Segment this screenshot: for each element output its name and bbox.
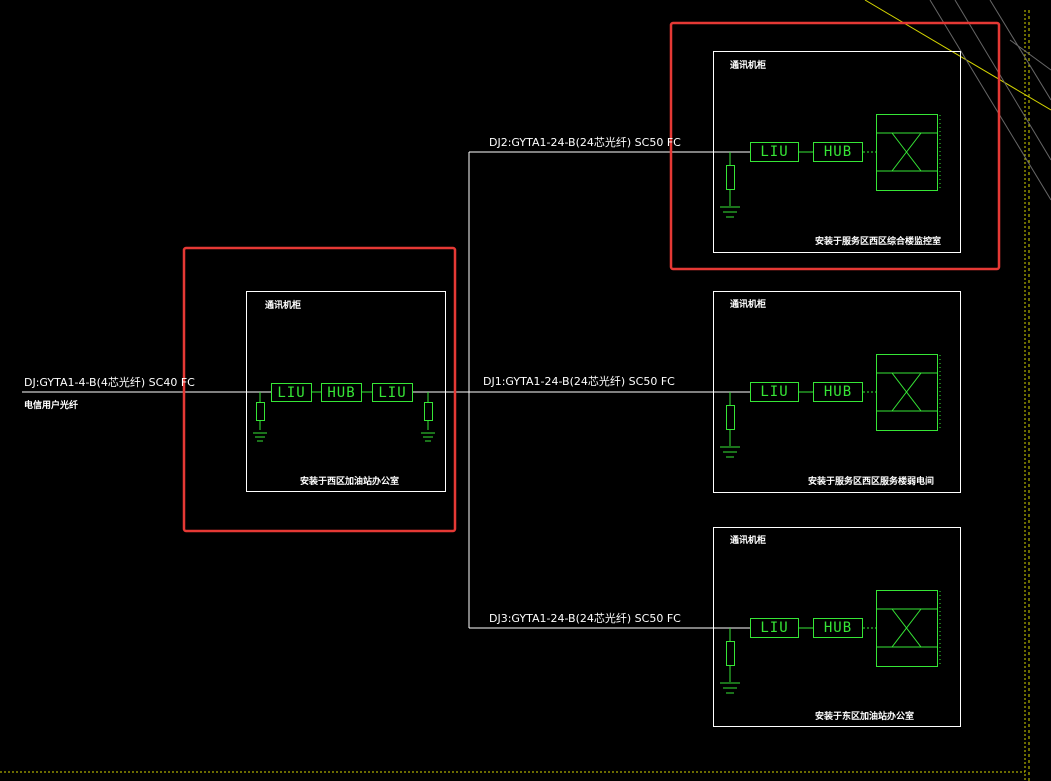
top-cabinet-location: 安装于服务区西区综合楼监控室 [815, 237, 942, 247]
incoming-source-label: 电信用户光纤 [24, 401, 79, 411]
top-hub: HUB [813, 142, 863, 162]
main-cabinet-wiring [253, 391, 435, 442]
main-cabinet-frame [246, 291, 446, 492]
dj3-feeder-label: DJ3:GYTA1-24-B(24芯光纤) SC50 FC [489, 612, 681, 625]
main-hub: HUB [321, 383, 362, 402]
middle-cabinet-title: 通讯机柜 [730, 300, 767, 310]
main-cabinet-title: 通讯机柜 [265, 301, 302, 311]
dj1-feeder-label: DJ1:GYTA1-24-B(24芯光纤) SC50 FC [483, 375, 675, 388]
top-cabinet-wiring [720, 114, 941, 218]
top-cabinet-title: 通讯机柜 [730, 61, 767, 71]
bottom-cabinet-wiring [720, 590, 941, 694]
bottom-cabinet-title: 通讯机柜 [730, 536, 767, 546]
middle-hub: HUB [813, 382, 863, 402]
highlight-boxes [182, 21, 1001, 533]
highlight-top [669, 21, 1001, 271]
middle-cabinet-wiring [720, 354, 941, 458]
main-liu-in: LIU [271, 383, 312, 402]
incoming-cable-label: DJ:GYTA1-4-B(4芯光纤) SC40 FC [24, 376, 195, 389]
highlight-main [182, 246, 457, 533]
dj2-feeder-label: DJ2:GYTA1-24-B(24芯光纤) SC50 FC [489, 136, 681, 149]
main-liu-out: LIU [372, 383, 413, 402]
bottom-cabinet-location: 安装于东区加油站办公室 [815, 712, 915, 722]
middle-cabinet-frame [713, 291, 961, 493]
main-cabinet-location: 安装于西区加油站办公室 [300, 477, 400, 487]
trunk-lines [22, 151, 750, 629]
top-cabinet-frame [713, 51, 961, 253]
bottom-cabinet-frame [713, 527, 961, 727]
cabinet-outlines [246, 51, 961, 727]
top-liu: LIU [750, 142, 799, 162]
bottom-hub: HUB [813, 618, 863, 638]
middle-liu: LIU [750, 382, 799, 402]
bottom-liu: LIU [750, 618, 799, 638]
middle-cabinet-location: 安装于服务区西区服务楼弱电间 [808, 477, 935, 487]
